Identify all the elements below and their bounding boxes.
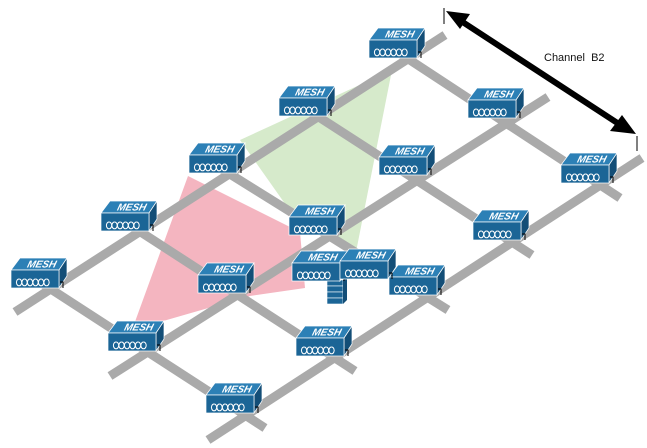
node-label: MESH — [311, 328, 343, 339]
antenna-wave-icon — [374, 48, 408, 57]
antenna-wave-icon — [384, 165, 418, 174]
antenna-wave-icon — [106, 221, 140, 230]
node-label: MESH — [394, 147, 426, 158]
switch-stack-layer — [326, 285, 344, 293]
node-connector — [338, 228, 342, 235]
node-label: MESH — [576, 155, 608, 166]
node-connector — [438, 288, 442, 295]
node-connector — [345, 349, 349, 356]
node-label: MESH — [294, 88, 326, 99]
antenna-wave-icon — [394, 285, 428, 294]
mesh-access-point: MESH — [107, 319, 165, 353]
channel-arrow-shaft — [456, 16, 624, 129]
node-connector — [389, 272, 393, 279]
antenna-wave-icon — [345, 269, 379, 278]
mesh-access-point: MESH — [388, 263, 446, 297]
arrowhead-end-icon — [610, 115, 636, 134]
antenna-wave-icon — [194, 163, 228, 172]
antenna-wave-icon — [473, 108, 507, 117]
antenna-wave-icon — [284, 106, 318, 115]
mesh-access-point: MESH — [188, 141, 246, 175]
node-label: MESH — [307, 253, 339, 264]
antenna-wave-icon — [203, 283, 237, 292]
mesh-access-point: MESH — [560, 151, 618, 185]
node-connector — [522, 233, 526, 240]
node-label: MESH — [26, 260, 58, 271]
mesh-access-point: MESH — [205, 381, 263, 415]
antenna-wave-icon — [566, 173, 600, 182]
node-label: MESH — [384, 30, 416, 41]
mesh-access-point: MESH — [467, 86, 525, 120]
antenna-wave-icon — [294, 225, 328, 234]
node-label: MESH — [355, 251, 387, 262]
coverage-area-green — [240, 70, 392, 252]
antenna-wave-icon — [301, 346, 335, 355]
node-label: MESH — [213, 265, 245, 276]
arrowhead-start-icon — [446, 11, 470, 29]
mesh-access-point: MESH — [10, 256, 68, 290]
node-connector — [418, 51, 422, 58]
antenna-wave-icon — [211, 403, 245, 412]
node-label: MESH — [221, 385, 253, 396]
node-label: MESH — [404, 267, 436, 278]
node-connector — [150, 224, 154, 231]
node-label: MESH — [304, 207, 336, 218]
node-label: MESH — [204, 145, 236, 156]
mesh-access-point: MESH — [288, 203, 346, 237]
mesh-access-point: MESH — [278, 84, 336, 118]
node-connector — [428, 168, 432, 175]
node-label: MESH — [488, 212, 520, 223]
node-connector — [60, 281, 64, 288]
mesh-access-point: MESH — [100, 199, 158, 233]
antenna-wave-icon — [478, 230, 512, 239]
switch-stack-layer — [326, 297, 344, 305]
antenna-wave-icon — [113, 341, 147, 350]
node-label: MESH — [116, 203, 148, 214]
node-connector — [238, 166, 242, 173]
coverage-area-pink — [132, 176, 305, 330]
mesh-access-point: MESH — [378, 143, 436, 177]
mesh-access-point: MESH — [295, 324, 353, 358]
antenna-wave-icon — [16, 278, 50, 287]
node-connector — [328, 109, 332, 116]
node-connector — [517, 111, 521, 118]
antenna-wave-icon — [297, 271, 331, 280]
node-connector — [157, 344, 161, 351]
mesh-access-point: MESH — [472, 208, 530, 242]
node-label: MESH — [483, 90, 515, 101]
node-connector — [255, 406, 259, 413]
node-label: MESH — [123, 323, 155, 334]
mesh-access-point: MESH — [339, 247, 397, 281]
node-connector — [247, 286, 251, 293]
switch-stack-side — [343, 276, 347, 304]
channel-label: Channel B2 — [544, 52, 605, 64]
mesh-access-point: MESH — [368, 26, 426, 60]
mesh-access-point: MESH — [197, 261, 255, 295]
mesh-access-point: MESH — [291, 249, 349, 283]
node-connector — [610, 176, 614, 183]
switch-stack-layer — [326, 291, 344, 299]
